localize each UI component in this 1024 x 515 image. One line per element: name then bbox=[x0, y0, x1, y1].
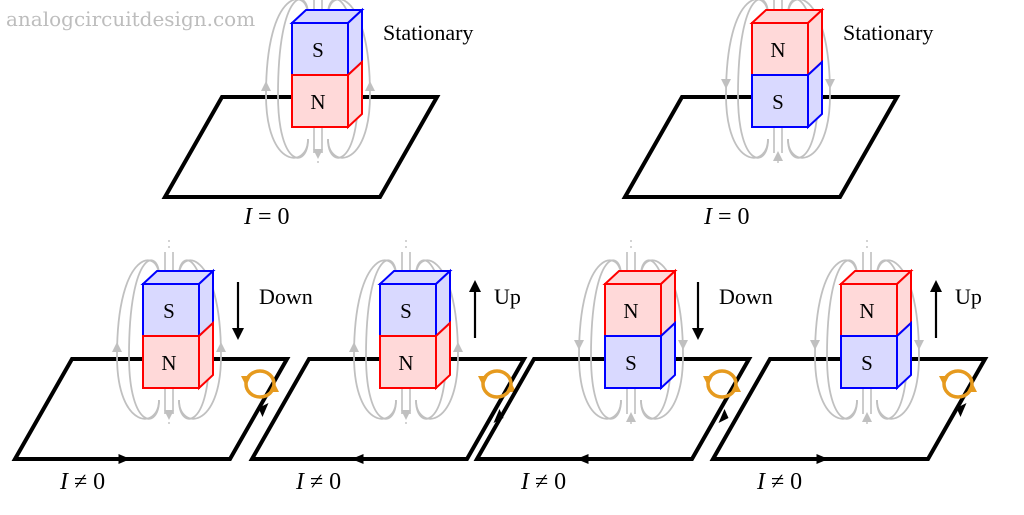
circulating-current-icon bbox=[241, 369, 279, 399]
magnet-south-pole: S bbox=[840, 320, 912, 391]
pole-label: N bbox=[310, 90, 325, 114]
magnet-south-pole: S bbox=[140, 268, 216, 339]
motion-label: Up bbox=[955, 284, 982, 309]
circulating-current-icon bbox=[703, 369, 741, 399]
conducting-loop bbox=[473, 357, 753, 461]
up-arrow-icon bbox=[930, 280, 942, 292]
conducting-loop bbox=[11, 357, 291, 461]
current-arrow bbox=[118, 454, 131, 464]
state-label: Stationary bbox=[843, 20, 933, 45]
pole-label: N bbox=[398, 351, 413, 375]
circulating-current-icon bbox=[478, 369, 516, 399]
magnet-north-pole: N bbox=[749, 7, 825, 78]
pole-label: S bbox=[163, 299, 175, 323]
pole-label: N bbox=[161, 351, 176, 375]
stationary-panel-2: N S Stationary I = 0 bbox=[621, 0, 933, 230]
magnet-south-pole: S bbox=[751, 59, 823, 130]
motion-label: Up bbox=[494, 284, 521, 309]
current-arrow bbox=[493, 409, 504, 423]
current-arrow bbox=[351, 454, 364, 464]
magnet-south-pole: S bbox=[377, 268, 453, 339]
magnet-south-pole: S bbox=[289, 7, 365, 78]
down-arrow-icon bbox=[692, 328, 704, 340]
conducting-loop bbox=[621, 95, 901, 199]
conducting-loop bbox=[161, 95, 441, 199]
pole-label: S bbox=[400, 299, 412, 323]
magnet-south-pole: S bbox=[604, 320, 676, 391]
current-equation: I ≠ 0 bbox=[520, 469, 566, 495]
current-arrow bbox=[956, 403, 967, 417]
current-arrow bbox=[258, 403, 269, 417]
magnet-north-pole: N bbox=[838, 268, 914, 339]
stationary-panel-1: S N Stationary I = 0 bbox=[161, 0, 473, 230]
motion-label: Down bbox=[259, 284, 313, 309]
magnet-north-pole: N bbox=[291, 59, 363, 130]
pole-label: S bbox=[625, 351, 637, 375]
watermark: analogcircuitdesign.com bbox=[6, 7, 255, 31]
conducting-loop bbox=[248, 357, 528, 461]
motion-label: Down bbox=[719, 284, 773, 309]
moving-panel-3: N S Down I ≠ 0 bbox=[473, 240, 773, 495]
current-equation: I = 0 bbox=[703, 204, 750, 230]
moving-panel-4: N S Up I ≠ 0 bbox=[709, 240, 989, 495]
magnet-north-pole: N bbox=[379, 320, 451, 391]
state-label: Stationary bbox=[383, 20, 473, 45]
pole-label: S bbox=[861, 351, 873, 375]
moving-panel-1: S N Down I ≠ 0 bbox=[11, 240, 313, 495]
conducting-loop bbox=[709, 357, 989, 461]
circulating-current-icon bbox=[939, 369, 977, 399]
current-arrow bbox=[576, 454, 589, 464]
magnet-north-pole: N bbox=[602, 268, 678, 339]
pole-label: S bbox=[772, 90, 784, 114]
pole-label: N bbox=[859, 299, 874, 323]
current-equation: I ≠ 0 bbox=[295, 469, 341, 495]
up-arrow-icon bbox=[469, 280, 481, 292]
current-equation: I ≠ 0 bbox=[59, 469, 105, 495]
current-arrow bbox=[718, 409, 729, 423]
pole-label: N bbox=[623, 299, 638, 323]
down-arrow-icon bbox=[232, 328, 244, 340]
current-equation: I ≠ 0 bbox=[756, 469, 802, 495]
current-arrow bbox=[816, 454, 829, 464]
pole-label: S bbox=[312, 38, 324, 62]
magnet-north-pole: N bbox=[142, 320, 214, 391]
current-equation: I = 0 bbox=[243, 204, 290, 230]
moving-panel-2: S N Up I ≠ 0 bbox=[248, 240, 528, 495]
pole-label: N bbox=[770, 38, 785, 62]
